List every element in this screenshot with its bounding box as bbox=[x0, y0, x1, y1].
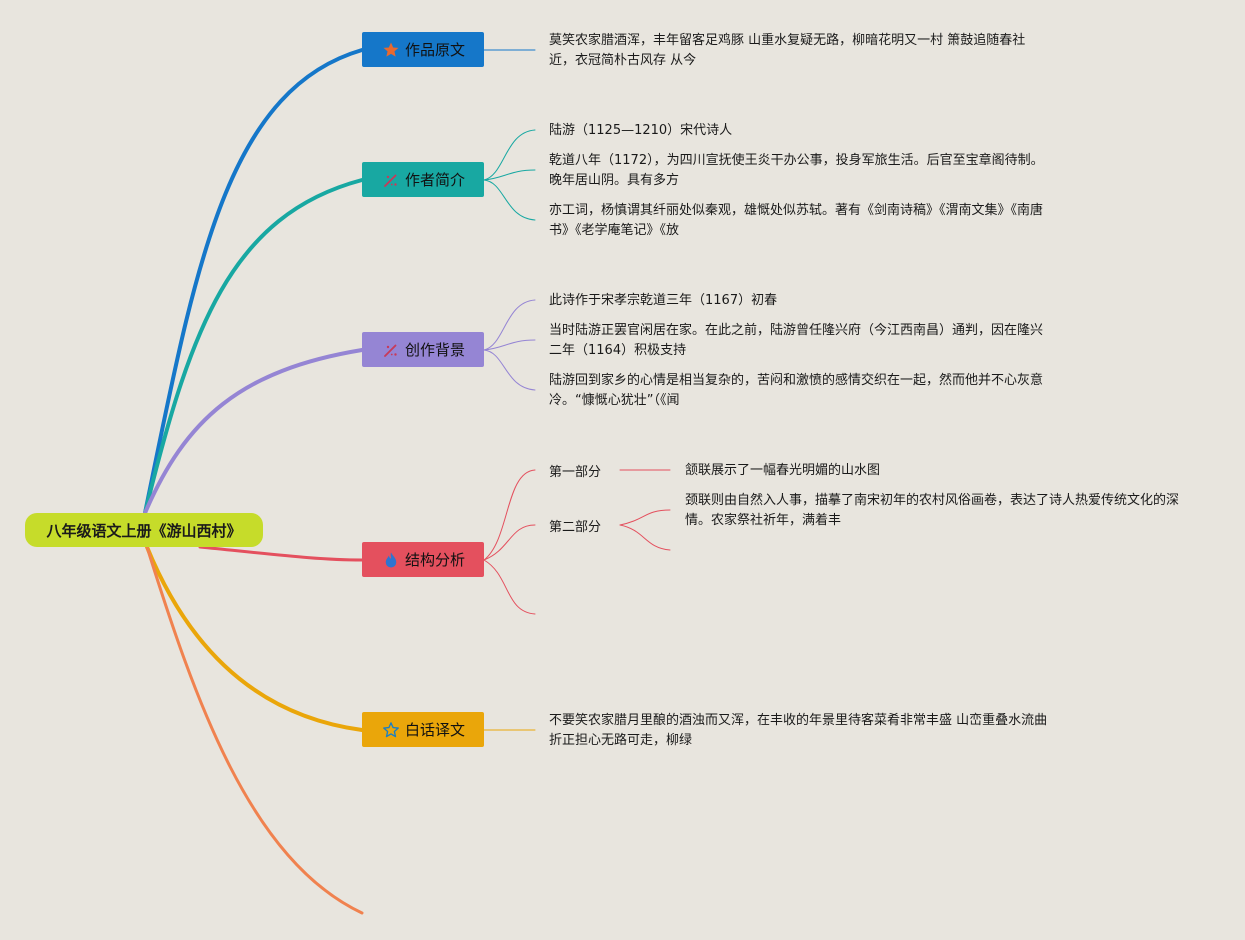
leaf-2-2: 乾道八年（1172），为四川宣抚使王炎干办公事，投身军旅生活。后官至宝章阁待制。… bbox=[549, 153, 1044, 188]
star-outline-icon bbox=[381, 720, 401, 740]
connector-branch-4 bbox=[198, 545, 364, 562]
root-title: 八年级语文上册《游山西村》 bbox=[46, 521, 242, 540]
sub-label-4-1[interactable]: 第一部分 bbox=[549, 465, 602, 480]
leaf-2-3: 亦工词，杨慎谓其纤丽处似秦观，雄慨处似苏轼。著有《剑南诗稿》《渭南文集》《南唐书… bbox=[549, 203, 1044, 238]
branch-node-1[interactable]: 作品原文 bbox=[362, 32, 484, 67]
connector-branch-6 bbox=[145, 545, 364, 915]
sub-label-4-2[interactable]: 第二部分 bbox=[549, 520, 602, 535]
leaf-3-1: 此诗作于宋孝宗乾道三年（1167）初春 bbox=[549, 293, 778, 308]
connector-leaf-2-1 bbox=[483, 129, 536, 181]
connector-subleaf-4-2b bbox=[619, 524, 671, 551]
pen-icon bbox=[381, 340, 401, 360]
connector-sub-4-3 bbox=[483, 559, 536, 615]
connector-sub-4-1 bbox=[483, 469, 536, 561]
connector-leaf-3-3 bbox=[483, 349, 536, 391]
connector-subleaf-4-2a bbox=[619, 509, 671, 526]
sub-leaf-4-1: 颔联展示了一幅春光明媚的山水图 bbox=[685, 463, 881, 478]
branch-label-1: 作品原文 bbox=[404, 41, 465, 59]
connector-branch-2 bbox=[143, 178, 364, 515]
root-node[interactable]: 八年级语文上册《游山西村》 bbox=[25, 513, 263, 547]
branch-node-4[interactable]: 结构分析 bbox=[362, 542, 484, 577]
connector-sub-4-2 bbox=[483, 524, 536, 561]
leaf-3-3: 陆游回到家乡的心情是相当复杂的，苦闷和激愤的感情交织在一起，然而他并不心灰意冷。… bbox=[549, 373, 1044, 408]
connector-leaf-2-2 bbox=[483, 169, 536, 181]
connector-leaf-2-3 bbox=[483, 179, 536, 221]
leaf-5-1: 不要笑农家腊月里酿的酒浊而又浑，在丰收的年景里待客菜肴非常丰盛 山峦重叠水流曲折… bbox=[549, 713, 1048, 748]
connector-branch-3 bbox=[143, 348, 364, 515]
leaf-3-2: 当时陆游正罢官闲居在家。在此之前，陆游曾任隆兴府（今江西南昌）通判，因在隆兴二年… bbox=[549, 323, 1044, 358]
sub-leaf-4-2: 颈联则由自然入人事，描摹了南宋初年的农村风俗画卷，表达了诗人热爱传统文化的深情。… bbox=[685, 493, 1180, 528]
connector-branch-1 bbox=[143, 48, 364, 515]
flame-icon bbox=[381, 550, 401, 570]
branch-node-3[interactable]: 创作背景 bbox=[362, 332, 484, 367]
branch-label-4: 结构分析 bbox=[404, 551, 465, 569]
branch-node-2[interactable]: 作者简介 bbox=[362, 162, 484, 197]
connector-leaf-3-2 bbox=[483, 339, 536, 351]
branch-label-3: 创作背景 bbox=[404, 341, 465, 359]
branch-node-5[interactable]: 白话译文 bbox=[362, 712, 484, 747]
leaf-1-1: 莫笑农家腊酒浑，丰年留客足鸡豚 山重水复疑无路，柳暗花明又一村 箫鼓追随春社近，… bbox=[549, 33, 1026, 68]
pen-icon bbox=[381, 170, 401, 190]
branch-label-5: 白话译文 bbox=[404, 721, 465, 739]
branch-label-2: 作者简介 bbox=[404, 171, 465, 189]
connector-leaf-3-1 bbox=[483, 299, 536, 351]
leaf-2-1: 陆游（1125—1210）宋代诗人 bbox=[549, 123, 733, 138]
connector-branch-5 bbox=[145, 545, 364, 732]
star-filled-icon bbox=[381, 40, 401, 60]
